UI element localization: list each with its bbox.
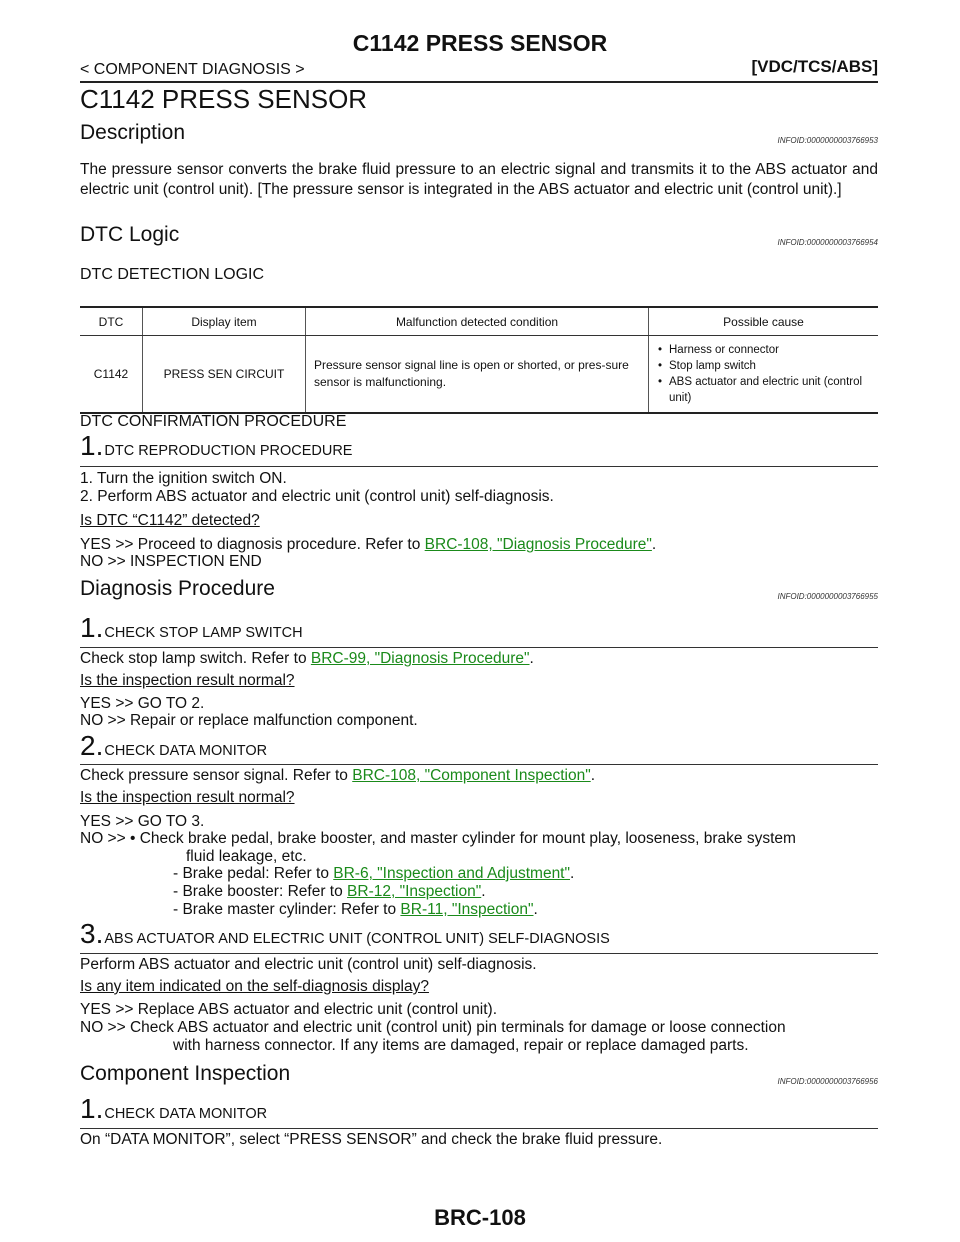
header-rule: [80, 81, 878, 83]
description-infoid: INFOID:0000000003766953: [777, 136, 878, 145]
table-row: C1142 PRESS SEN CIRCUIT Pressure sensor …: [80, 335, 878, 414]
text: - Brake booster: Refer to: [173, 883, 348, 900]
brake-booster-ref: - Brake booster: Refer to BR-12, "Inspec…: [173, 883, 486, 901]
step-number: 1.: [80, 430, 104, 461]
step-rule: [80, 647, 878, 648]
cell-cause: Harness or connector Stop lamp switch AB…: [648, 335, 878, 414]
link-brc-108-diagnosis[interactable]: BRC-108, "Diagnosis Procedure": [424, 536, 652, 553]
no-answer-cont: with harness connector. If any items are…: [173, 1037, 749, 1054]
diag-step3-heading: 3.ABS ACTUATOR AND ELECTRIC UNIT (CONTRO…: [80, 918, 878, 950]
punct: .: [533, 901, 538, 918]
diagnosis-heading: Diagnosis Procedure: [80, 577, 275, 600]
diag-step2-heading: 2.CHECK DATA MONITOR: [80, 730, 878, 762]
section-tag: [VDC/TCS/ABS]: [751, 57, 878, 76]
cell-condition: Pressure sensor signal line is open or s…: [305, 335, 649, 414]
text: Check stop lamp switch. Refer to: [80, 650, 311, 667]
breadcrumb: < COMPONENT DIAGNOSIS >: [80, 61, 305, 78]
no-answer: NO >> Repair or replace malfunction comp…: [80, 712, 418, 729]
no-answer: NO >> INSPECTION END: [80, 553, 262, 570]
step-title: CHECK DATA MONITOR: [104, 743, 268, 759]
dtc-logic-heading: DTC Logic: [80, 223, 180, 246]
step-rule: [80, 764, 878, 765]
procedure-item: 2. Perform ABS actuator and electric uni…: [80, 488, 554, 505]
step-number: 3.: [80, 918, 104, 949]
th-condition: Malfunction detected condition: [305, 306, 649, 336]
step-rule: [80, 1128, 878, 1129]
punct: .: [651, 536, 657, 553]
dtc-table-header: DTC Display item Malfunction detected co…: [80, 306, 878, 336]
component-infoid: INFOID:0000000003766956: [777, 1077, 878, 1086]
punct: .: [570, 865, 575, 882]
link-br-12[interactable]: BR-12, "Inspection": [347, 883, 482, 900]
punct: .: [590, 767, 596, 784]
dtc-detection-logic-heading: DTC DETECTION LOGIC: [80, 266, 265, 283]
step-question: Is the inspection result normal?: [80, 672, 295, 689]
punct: .: [481, 883, 486, 900]
step-question: Is the inspection result normal?: [80, 789, 295, 806]
description-text: The pressure sensor converts the brake f…: [80, 161, 878, 198]
step-text: Check stop lamp switch. Refer to BRC-99,…: [80, 650, 534, 668]
th-cause: Possible cause: [648, 306, 878, 336]
step-text: Perform ABS actuator and electric unit (…: [80, 956, 537, 973]
step-text: On “DATA MONITOR”, select “PRESS SENSOR”…: [80, 1131, 663, 1148]
step-title: CHECK STOP LAMP SWITCH: [104, 625, 303, 641]
diagnosis-infoid: INFOID:0000000003766955: [777, 592, 878, 601]
diag-step1-heading: 1.CHECK STOP LAMP SWITCH: [80, 612, 878, 644]
step-text: Check pressure sensor signal. Refer to B…: [80, 767, 595, 785]
step-number: 2.: [80, 730, 104, 761]
no-answer: NO >> • Check brake pedal, brake booster…: [80, 830, 796, 847]
th-display-item: Display item: [142, 306, 306, 336]
step-rule: [80, 466, 878, 467]
link-brc-99-diagnosis[interactable]: BRC-99, "Diagnosis Procedure": [310, 650, 530, 667]
link-brc-108-component[interactable]: BRC-108, "Component Inspection": [352, 767, 591, 784]
comp-step1-heading: 1.CHECK DATA MONITOR: [80, 1093, 878, 1125]
cause-list: Harness or connector Stop lamp switch AB…: [657, 342, 870, 406]
list-item: Harness or connector: [658, 342, 870, 358]
yes-answer: YES >> Proceed to diagnosis procedure. R…: [80, 536, 656, 554]
punct: .: [529, 650, 534, 667]
no-answer: NO >> Check ABS actuator and electric un…: [80, 1019, 786, 1036]
yes-answer: YES >> GO TO 3.: [80, 813, 205, 830]
step-title: CHECK DATA MONITOR: [104, 1106, 268, 1122]
step-rule: [80, 953, 878, 954]
dtc-logic-infoid: INFOID:0000000003766954: [777, 238, 878, 247]
step-number: 1.: [80, 1093, 104, 1124]
component-heading: Component Inspection: [80, 1062, 291, 1085]
yes-answer: YES >> Replace ABS actuator and electric…: [80, 1001, 498, 1018]
dtc-question: Is DTC “C1142” detected?: [80, 512, 260, 529]
dtc-table: DTC Display item Malfunction detected co…: [80, 306, 878, 414]
no-answer-cont: fluid leakage, etc.: [186, 848, 307, 865]
description-heading: Description: [80, 121, 186, 144]
yes-answer: YES >> GO TO 2.: [80, 695, 205, 712]
step-title: ABS ACTUATOR AND ELECTRIC UNIT (CONTROL …: [104, 931, 610, 947]
step-number: 1.: [80, 612, 104, 643]
page-code: BRC-108: [434, 1205, 526, 1230]
th-dtc: DTC: [80, 306, 143, 336]
procedure-item: 1. Turn the ignition switch ON.: [80, 470, 287, 487]
list-item: Stop lamp switch: [658, 358, 870, 374]
page-header-title: C1142 PRESS SENSOR: [352, 30, 608, 56]
main-title: C1142 PRESS SENSOR: [80, 84, 368, 114]
step-title: DTC REPRODUCTION PROCEDURE: [104, 443, 353, 459]
dtc-step1-heading: 1.DTC REPRODUCTION PROCEDURE: [80, 430, 878, 462]
text: Check pressure sensor signal. Refer to: [80, 767, 353, 784]
brake-pedal-ref: - Brake pedal: Refer to BR-6, "Inspectio…: [173, 865, 574, 883]
link-br-6[interactable]: BR-6, "Inspection and Adjustment": [333, 865, 570, 882]
list-item: ABS actuator and electric unit (control …: [658, 374, 870, 406]
answer-text: YES >> Proceed to diagnosis procedure. R…: [80, 536, 425, 553]
text: - Brake master cylinder: Refer to: [173, 901, 401, 918]
master-cylinder-ref: - Brake master cylinder: Refer to BR-11,…: [173, 901, 538, 919]
dtc-confirmation-heading: DTC CONFIRMATION PROCEDURE: [80, 413, 347, 430]
cell-display-item: PRESS SEN CIRCUIT: [142, 335, 306, 414]
cell-dtc: C1142: [80, 335, 143, 414]
step-question: Is any item indicated on the self-diagno…: [80, 978, 429, 995]
link-br-11[interactable]: BR-11, "Inspection": [400, 901, 534, 918]
text: - Brake pedal: Refer to: [173, 865, 334, 882]
